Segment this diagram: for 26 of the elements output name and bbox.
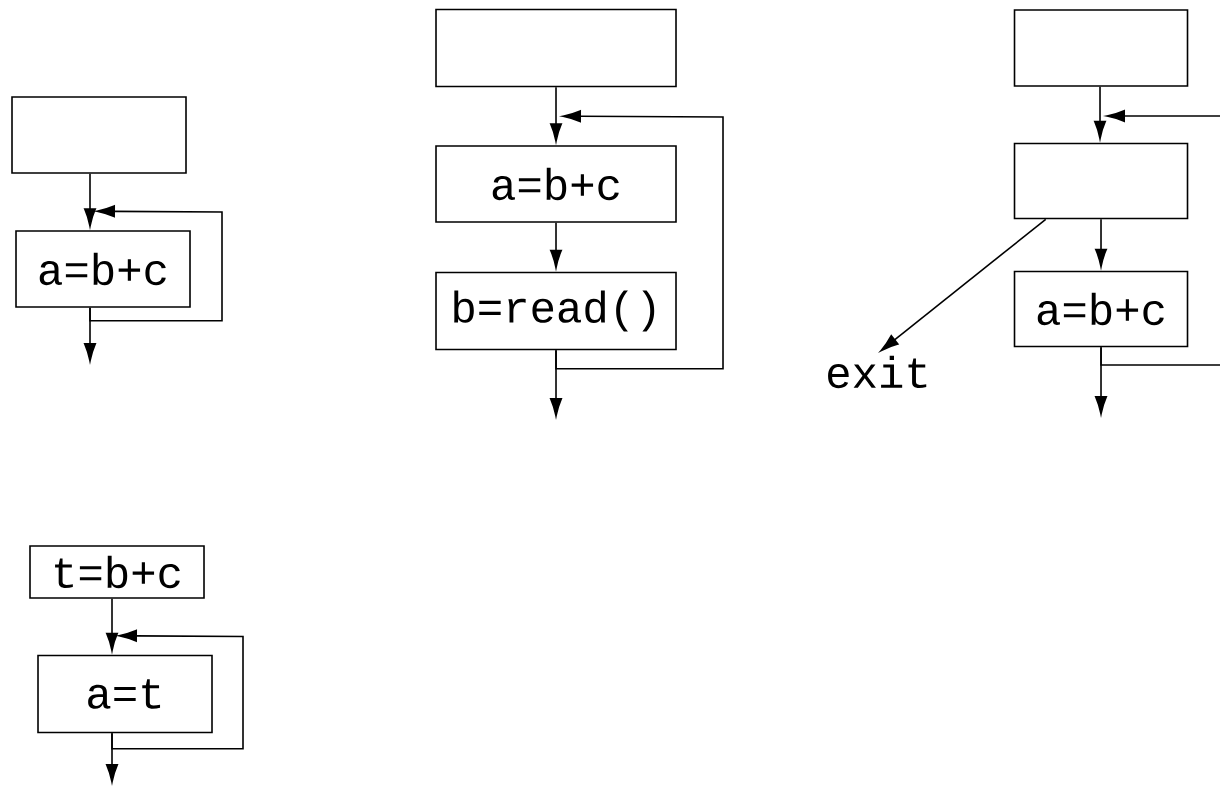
loop-arrow: [111, 629, 244, 750]
arrow: [1106, 109, 1220, 123]
arrow: [549, 86, 563, 142]
terminal-label: exit: [828, 355, 927, 389]
process-box: t=b+c: [29, 545, 205, 599]
arrow: [549, 349, 563, 417]
arrow: [549, 222, 563, 269]
process-box: b=read(): [435, 271, 677, 351]
arrow: [1094, 218, 1108, 268]
process-box: [435, 8, 677, 88]
arrow: [880, 218, 1047, 352]
arrow: [105, 598, 119, 652]
loop-arrow: [89, 205, 223, 322]
loop-arrow: [555, 110, 724, 370]
process-box: a=b+c: [435, 145, 677, 223]
process-box: [1013, 9, 1189, 87]
connector-line: [1100, 346, 1220, 366]
process-box: a=b+c: [15, 230, 191, 308]
arrow: [83, 307, 97, 362]
process-box: [1013, 142, 1189, 220]
process-box: a=b+c: [1013, 270, 1189, 348]
process-box: [11, 96, 187, 174]
arrow: [1093, 86, 1107, 140]
process-box: a=t: [37, 654, 213, 734]
arrow: [83, 173, 97, 227]
arrow: [105, 732, 119, 783]
